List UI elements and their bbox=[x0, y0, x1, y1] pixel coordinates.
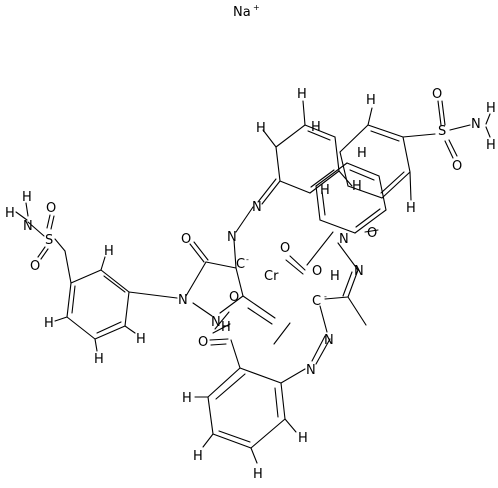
atom-N: N bbox=[227, 230, 237, 245]
atom-H: H bbox=[486, 138, 496, 153]
atom-O: O bbox=[198, 335, 208, 350]
atom-H: H bbox=[311, 120, 321, 135]
atom-O: O bbox=[181, 232, 191, 247]
atom-N: N bbox=[354, 264, 364, 279]
atom-O: O bbox=[46, 201, 56, 216]
atom-O: O bbox=[280, 241, 290, 256]
atom-H: H bbox=[182, 391, 192, 406]
atom-H: H bbox=[253, 467, 263, 482]
atom-N: N bbox=[178, 293, 188, 308]
atom-H: H bbox=[22, 190, 32, 205]
atom-H: H bbox=[320, 183, 330, 198]
atom-H: H bbox=[44, 316, 54, 331]
atom-S: S bbox=[438, 124, 446, 139]
atom-H: H bbox=[486, 101, 496, 116]
atom-H: H bbox=[256, 121, 266, 136]
atom-N: N bbox=[339, 232, 349, 247]
atom-C: C bbox=[312, 294, 321, 309]
atom-H: H bbox=[104, 244, 114, 259]
atom-H: H bbox=[94, 352, 104, 367]
atom-H: H bbox=[406, 201, 416, 216]
atom-N: N bbox=[252, 200, 262, 215]
atom-H: H bbox=[352, 179, 362, 194]
atom-H: H bbox=[298, 431, 308, 446]
chromium-center: Cr bbox=[264, 269, 279, 284]
atom-H: H bbox=[330, 269, 340, 284]
sodium-counter-ion: Na + bbox=[233, 3, 260, 20]
atom-O: O bbox=[312, 264, 322, 279]
atom-labels: H H N S O O H H H H N N O C - N N O H H … bbox=[5, 87, 496, 482]
atom-H: H bbox=[297, 87, 307, 102]
atom-H: H bbox=[357, 146, 367, 161]
atom-H: H bbox=[5, 206, 15, 221]
atom-H: H bbox=[366, 93, 376, 108]
atom-O: O bbox=[367, 226, 377, 241]
atom-O: O bbox=[30, 259, 40, 274]
charge-minus: - bbox=[324, 292, 327, 301]
chromium-label: Cr bbox=[264, 269, 279, 284]
atom-H: H bbox=[221, 320, 231, 335]
atom-O: O bbox=[452, 159, 462, 174]
atom-N: N bbox=[211, 315, 221, 330]
atom-O: O bbox=[229, 290, 239, 305]
sodium-label: Na bbox=[233, 5, 251, 20]
atom-C: C bbox=[236, 257, 245, 272]
charge-minus: - bbox=[246, 255, 249, 264]
atom-S: S bbox=[45, 233, 53, 248]
atom-N: N bbox=[23, 219, 33, 234]
sodium-charge: + bbox=[253, 3, 260, 12]
atom-H: H bbox=[193, 449, 203, 464]
atom-N: N bbox=[471, 117, 481, 132]
atom-H: H bbox=[136, 332, 146, 347]
atom-N: N bbox=[306, 363, 316, 378]
atom-N: N bbox=[324, 333, 334, 348]
bond-lines bbox=[15, 100, 491, 464]
atom-O: O bbox=[432, 87, 442, 102]
